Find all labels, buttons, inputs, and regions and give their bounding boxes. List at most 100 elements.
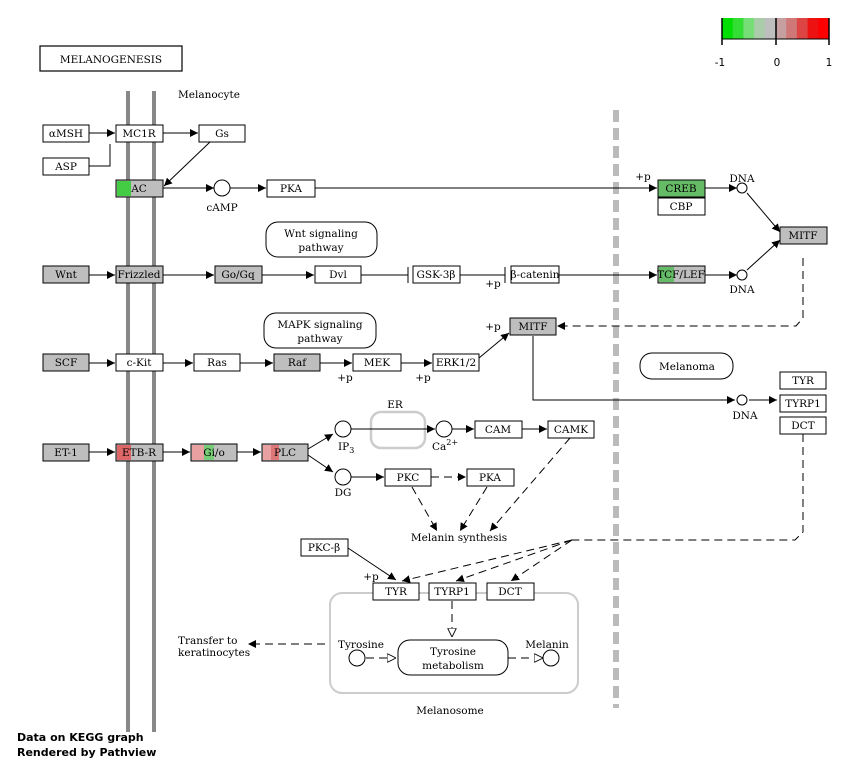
node-tyr-outer[interactable]: TYR xyxy=(779,371,827,390)
node-gogq[interactable]: Go/Gq xyxy=(214,265,263,284)
wnt-pathway-box[interactable] xyxy=(265,221,378,258)
legend-tick-max: 1 xyxy=(826,57,833,69)
svg-text:GSK-3β: GSK-3β xyxy=(417,269,456,281)
dna-low-label: DNA xyxy=(732,410,758,422)
node-creb[interactable]: CREB xyxy=(657,179,706,198)
svg-text:TYRP1: TYRP1 xyxy=(434,586,470,598)
credit-line-2: Rendered by Pathview xyxy=(17,746,157,759)
node-ras[interactable]: Ras xyxy=(193,353,241,372)
node-plc[interactable]: PLC xyxy=(261,443,309,462)
credit-line-1: Data on KEGG graph xyxy=(17,731,144,744)
legend-color-cell xyxy=(796,18,809,39)
svg-text:β-catenin: β-catenin xyxy=(510,269,559,281)
node-erk[interactable]: ERK1/2 xyxy=(432,353,480,372)
node-tcflef[interactable]: TCF/LEF xyxy=(657,265,706,284)
svg-text:Wnt: Wnt xyxy=(55,269,78,281)
node-bcatenin[interactable]: β-catenin xyxy=(510,265,560,284)
node-dct-outer[interactable]: DCT xyxy=(779,416,827,435)
ca-compound[interactable] xyxy=(435,420,453,438)
svg-text:Gi/o: Gi/o xyxy=(203,447,225,459)
svg-text:Raf: Raf xyxy=(288,357,307,369)
gene-nodes: αMSH ASP MC1R Gs AC PKA CREB CBP MITF Wn… xyxy=(42,124,828,601)
svg-text:CREB: CREB xyxy=(665,183,697,195)
dg-compound[interactable] xyxy=(334,468,352,486)
legend-tick-min: -1 xyxy=(715,57,725,69)
node-tyr-inner[interactable]: TYR xyxy=(372,582,420,601)
page-title: MELANOGENESIS xyxy=(60,54,162,66)
node-mitf-mid[interactable]: MITF xyxy=(509,317,557,336)
node-cam[interactable]: CAM xyxy=(474,420,523,439)
node-pka-top[interactable]: PKA xyxy=(266,179,316,198)
dna-top-node xyxy=(736,182,748,194)
dna-mid-node xyxy=(736,269,748,281)
mapk-pathway-label-1: MAPK signaling xyxy=(277,319,363,331)
svg-text:PKA: PKA xyxy=(280,183,302,195)
node-wnt[interactable]: Wnt xyxy=(42,265,90,284)
transfer-label-1: Transfer to xyxy=(178,635,237,647)
svg-text:ASP: ASP xyxy=(54,161,77,173)
node-ac[interactable]: AC xyxy=(115,179,164,198)
phospho-creb-label: +p xyxy=(635,171,651,183)
dna-low-node xyxy=(736,394,748,406)
svg-text:PKC-β: PKC-β xyxy=(308,542,340,554)
svg-text:αMSH: αMSH xyxy=(49,128,83,140)
node-mc1r[interactable]: MC1R xyxy=(115,124,164,143)
node-pkcb[interactable]: PKC-β xyxy=(300,538,349,557)
node-frizzled[interactable]: Frizzled xyxy=(115,265,164,284)
melanin-compound[interactable] xyxy=(542,649,560,667)
node-gsk3b[interactable]: GSK-3β xyxy=(412,265,461,284)
phospho-mek-label: +p xyxy=(337,372,353,384)
melanoma-box[interactable] xyxy=(639,352,734,380)
legend-color-cell xyxy=(722,18,734,39)
node-gs[interactable]: Gs xyxy=(198,124,246,143)
svg-text:CAM: CAM xyxy=(485,424,512,436)
melanin-synthesis-label: Melanin synthesis xyxy=(411,532,507,544)
svg-text:Gs: Gs xyxy=(215,128,229,140)
edges-solid xyxy=(89,129,781,581)
phospho-bcatenin-label: +p xyxy=(485,278,501,290)
node-tyrp1-outer[interactable]: TYRP1 xyxy=(779,394,827,413)
svg-text:PKA: PKA xyxy=(479,472,501,484)
node-etbr[interactable]: ETB-R xyxy=(115,443,164,462)
node-et1[interactable]: ET-1 xyxy=(42,443,90,462)
node-amsh[interactable]: αMSH xyxy=(42,124,90,143)
svg-text:DCT: DCT xyxy=(791,420,814,432)
svg-text:MITF: MITF xyxy=(788,230,817,242)
node-dct-inner[interactable]: DCT xyxy=(486,582,535,601)
svg-text:TCF/LEF: TCF/LEF xyxy=(657,269,705,281)
node-ckit[interactable]: c-Kit xyxy=(115,353,164,372)
svg-text:ETB-R: ETB-R xyxy=(122,447,157,459)
svg-text:c-Kit: c-Kit xyxy=(127,357,153,369)
node-pka-low[interactable]: PKA xyxy=(466,468,515,487)
legend-color-cell xyxy=(764,18,776,39)
svg-text:Ras: Ras xyxy=(207,357,227,369)
node-dvl[interactable]: Dvl xyxy=(314,265,362,284)
camp-label: cAMP xyxy=(206,202,237,214)
tyrosine-label: Tyrosine xyxy=(338,639,384,651)
node-camk[interactable]: CAMK xyxy=(547,420,595,439)
node-cbp[interactable]: CBP xyxy=(657,197,706,216)
svg-text:Dvl: Dvl xyxy=(329,269,347,281)
color-legend: -1 0 1 xyxy=(715,18,833,69)
legend-color-cell xyxy=(775,18,787,39)
mapk-pathway-box[interactable] xyxy=(263,312,377,349)
free-labels: cAMP DNA DNA DNA +p +p +p +p +p +p IP3 D… xyxy=(178,171,758,659)
node-asp[interactable]: ASP xyxy=(42,157,90,176)
svg-text:MC1R: MC1R xyxy=(122,128,156,140)
node-raf[interactable]: Raf xyxy=(273,353,321,372)
ip3-compound[interactable] xyxy=(334,420,352,438)
ip3-label: IP3 xyxy=(338,441,354,455)
svg-text:ET-1: ET-1 xyxy=(54,447,78,459)
node-mitf-top[interactable]: MITF xyxy=(779,226,828,245)
node-scf[interactable]: SCF xyxy=(42,353,90,372)
er-label: ER xyxy=(387,399,404,411)
svg-text:TYR: TYR xyxy=(792,375,815,387)
cell-membrane-inner xyxy=(152,91,156,732)
svg-text:PLC: PLC xyxy=(274,447,296,459)
node-tyrp1-inner[interactable]: TYRP1 xyxy=(428,582,477,601)
tyrosine-compound[interactable] xyxy=(348,649,366,667)
node-pkc[interactable]: PKC xyxy=(384,468,432,487)
camp-compound[interactable] xyxy=(213,179,231,197)
node-gio[interactable]: Gi/o xyxy=(190,443,238,462)
node-mek[interactable]: MEK xyxy=(352,353,402,372)
